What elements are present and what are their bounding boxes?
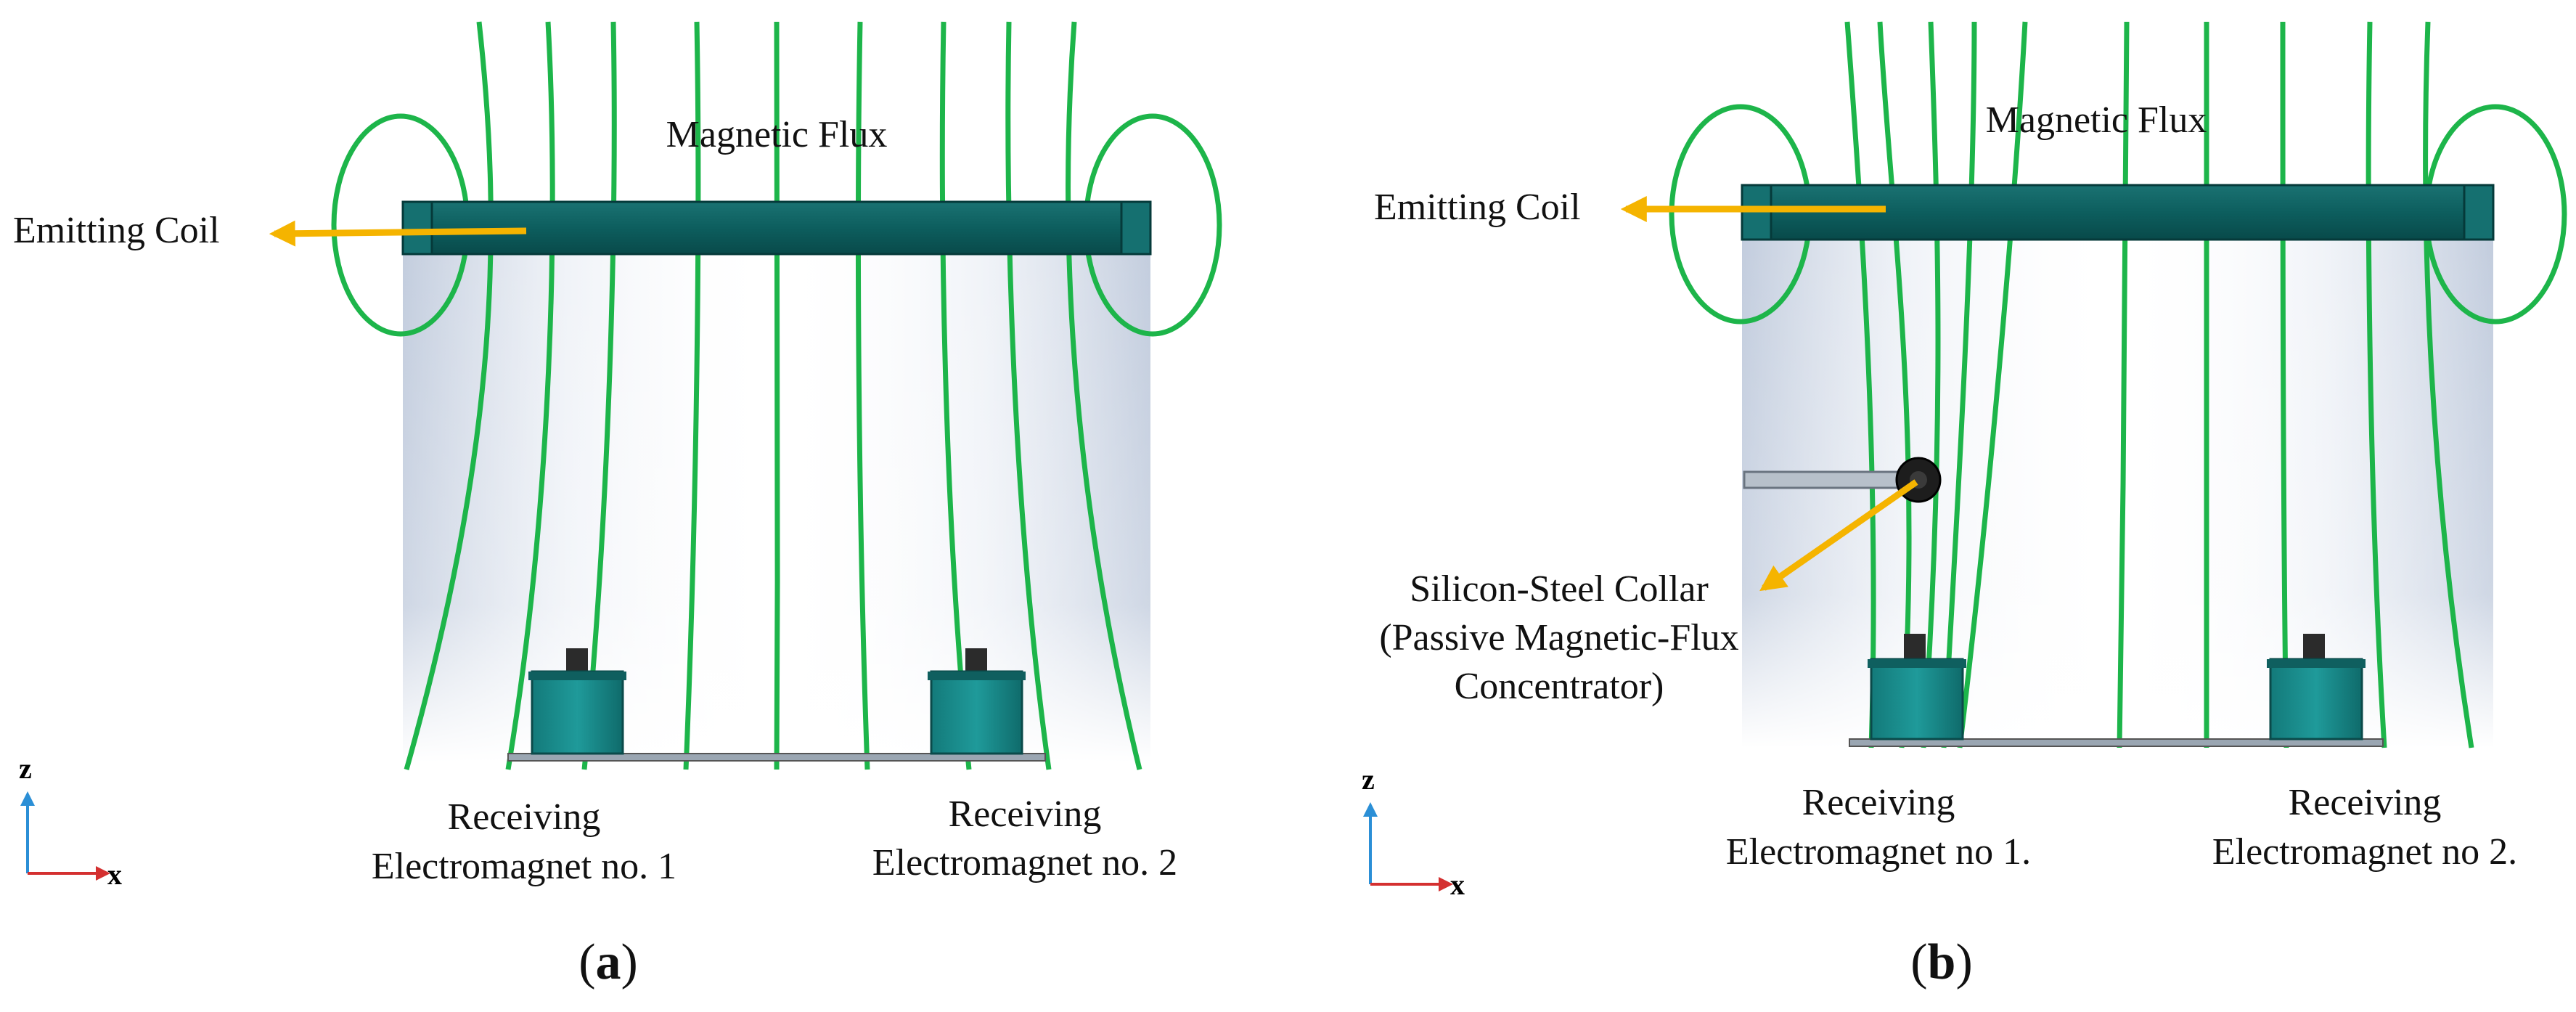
panel-b-flux-line xyxy=(1941,21,1977,748)
panel-b-receiver-2-cap xyxy=(2303,634,2325,661)
panel-b-receiver-2 xyxy=(2267,634,2366,740)
panel-b-collar-rod xyxy=(1743,470,1920,489)
panel-a-flux-line xyxy=(1066,21,1142,770)
panel-b-receiver-1-body xyxy=(1870,658,1964,740)
panel-a-receiver-1 xyxy=(528,648,626,755)
panel-b-collar-label-line1: Silicon-Steel Collar xyxy=(1410,568,1709,610)
panel-a-flux-line xyxy=(1005,21,1052,770)
panel-b-flux-line xyxy=(2366,21,2387,748)
panel-a-flux-line xyxy=(939,21,972,770)
panel-b-flux-label: Magnetic Flux xyxy=(1986,99,2207,141)
panel-a: Magnetic Flux Emitting Coil Receiving El… xyxy=(13,21,1222,990)
panel-b-caption-letter: b xyxy=(1928,934,1956,990)
panel-a-receiver-2-label-line1: Receiving xyxy=(949,793,1102,835)
panel-b-coil-end-right xyxy=(2463,184,2495,241)
panel-a-axis-x-label: x xyxy=(107,858,122,891)
panel-b-flux-line xyxy=(2280,21,2289,748)
panel-a-caption: (a) xyxy=(578,934,638,990)
panel-a-flux-line xyxy=(404,21,494,770)
panel-b-collar-label-line2: (Passive Magnetic-Flux xyxy=(1379,617,1738,658)
panel-b-collar-label-line3: Concentrator) xyxy=(1455,666,1664,707)
panel-b-axes: z x xyxy=(1362,763,1465,901)
panel-b-flux-line xyxy=(1957,21,2028,748)
panel-a-coil-end-left xyxy=(401,200,433,256)
panel-b-caption: (b) xyxy=(1910,934,1973,990)
panel-b-receiver-2-label-line1: Receiving xyxy=(2289,782,2442,823)
panel-b-flux-line xyxy=(2117,21,2130,748)
panel-b-flux-lines xyxy=(1844,21,2474,748)
panel-a-base-rail xyxy=(507,753,1046,762)
panel-a-receiver-1-cap xyxy=(566,648,588,674)
panel-a-receiver-2-cap xyxy=(965,648,987,674)
panel-b-base-rail xyxy=(1849,738,2384,747)
panel-b-flux-line xyxy=(1921,21,1941,748)
panel-b: Magnetic Flux Emitting Coil Silicon-Stee… xyxy=(1362,21,2567,990)
panel-a-emitting-coil xyxy=(401,200,1152,256)
panel-b-emitting-coil-label: Emitting Coil xyxy=(1374,187,1581,228)
panel-b-collar-arrow xyxy=(1759,479,1918,592)
panel-a-receiver-1-body xyxy=(531,670,624,755)
panel-a-emitting-coil-label: Emitting Coil xyxy=(13,210,220,251)
panel-b-receiver-1-cap xyxy=(1904,634,1926,661)
panel-a-flux-label: Magnetic Flux xyxy=(666,114,888,155)
panel-a-caption-letter: a xyxy=(596,934,621,990)
panel-b-receiver-2-top xyxy=(2267,659,2366,668)
panel-a-receiver-1-top xyxy=(528,672,626,680)
panel-b-flux-line xyxy=(1844,21,1876,748)
panel-a-flux-lines xyxy=(404,21,1142,770)
panel-b-axis-z-label: z xyxy=(1362,763,1375,796)
panel-b-flux-line xyxy=(2423,21,2474,748)
panel-a-receiver-2-label-line2: Electromagnet no. 2 xyxy=(872,842,1177,884)
panel-b-axis-x-label: x xyxy=(1450,868,1465,901)
panel-b-receiver-2-body xyxy=(2269,658,2363,740)
panel-b-receiver-2-label-line2: Electromagnet no 2. xyxy=(2212,831,2517,873)
panel-a-coil-end-right xyxy=(1120,200,1152,256)
panel-b-silicon-steel-collar xyxy=(1743,457,1942,503)
panel-a-receiver-2-top xyxy=(928,672,1026,680)
panel-a-receiver-2-body xyxy=(930,670,1023,755)
panel-a-flux-line xyxy=(581,21,617,770)
panel-b-receiver-1-top xyxy=(1868,659,1966,668)
panel-a-flux-line xyxy=(683,21,701,770)
panel-a-flux-line xyxy=(774,21,780,770)
panel-a-receiver-2 xyxy=(928,648,1026,755)
panel-a-axis-z-label: z xyxy=(19,752,32,785)
panel-a-receiver-1-label-line2: Electromagnet no. 1 xyxy=(372,846,676,887)
panel-a-flux-line xyxy=(505,21,555,770)
panel-b-flux-line xyxy=(1877,21,1912,748)
panel-a-receiver-1-label-line1: Receiving xyxy=(448,796,601,838)
panel-b-receiver-1-label-line2: Electromagnet no 1. xyxy=(1726,831,2031,873)
panel-a-emitting-coil-arrow xyxy=(269,220,527,247)
panel-a-axes: z x xyxy=(19,752,122,891)
panel-a-flux-line xyxy=(855,21,870,770)
panel-b-receiver-1 xyxy=(1868,634,1966,740)
panel-b-receiver-1-label-line1: Receiving xyxy=(1802,782,1955,823)
